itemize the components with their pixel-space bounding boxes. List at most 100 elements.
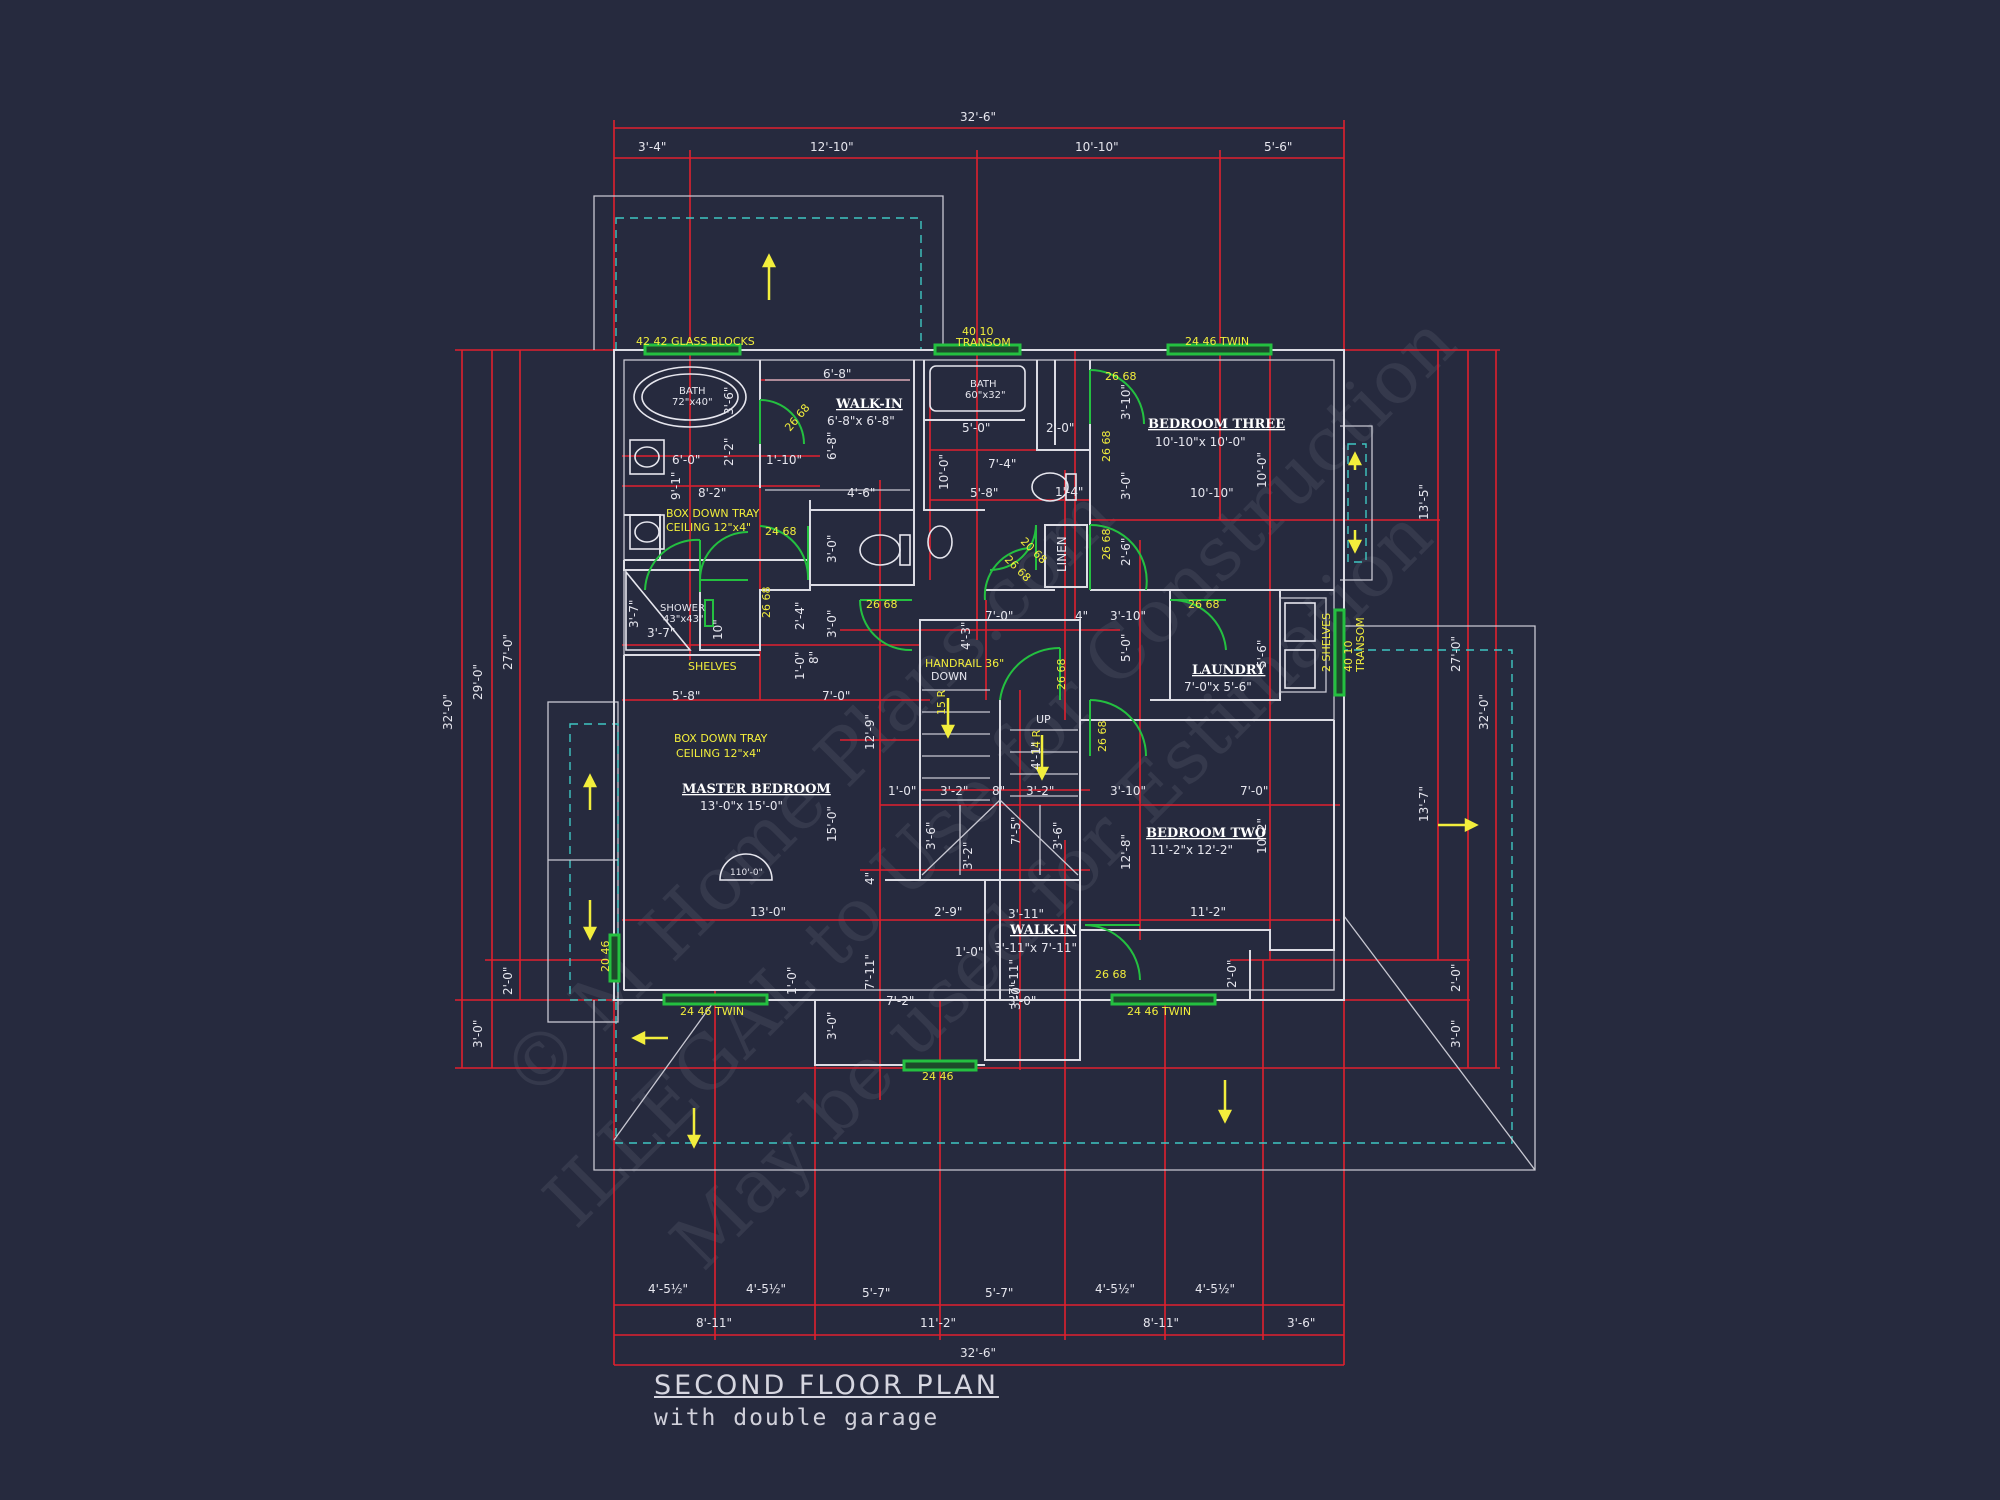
dim-i18: 10'-10" (1190, 486, 1234, 500)
dim-i54: 11'-2" (1190, 905, 1226, 919)
dim-i41: 8" (992, 784, 1005, 798)
dimension-text: 32'-6" 3'-4" 12'-10" 10'-10" 5'-6" 4'-5½… (441, 110, 1491, 1360)
dim-bot-a1: 4'-5½" (648, 1282, 688, 1296)
dim-i34: 5'-6" (1255, 640, 1269, 668)
dim-left-2: 29'-0" (471, 664, 485, 700)
slope-arrows (582, 253, 1479, 1149)
dim-i17: 3'-0" (1119, 472, 1133, 500)
window-twin-top (1166, 343, 1273, 356)
note-shelves: SHELVES (688, 660, 737, 673)
dim-i11: 2'-0" (1046, 421, 1074, 435)
dim-left-5: 3'-0" (471, 1020, 485, 1048)
dim-top-4: 5'-6" (1264, 140, 1292, 154)
dim-i25: 2'-4" (793, 602, 807, 630)
note-handrail: HANDRAIL 36" (925, 657, 1004, 670)
dim-i38: 15'-0" (825, 806, 839, 842)
door-tag-4: 26 68 (760, 587, 773, 619)
dim-left-3: 27'-0" (501, 634, 515, 670)
dim-i53: 3'-11" (1008, 907, 1044, 921)
dim-i14: 10'-0" (937, 454, 951, 490)
room-name-bath-master: BATH (679, 386, 706, 397)
dim-i50: 10'-2" (1255, 818, 1269, 854)
door-tag-3: 24 68 (765, 525, 797, 538)
dim-i46: 3'-2" (961, 842, 975, 870)
window-24-46 (902, 1059, 978, 1072)
dim-i45: 3'-6" (924, 822, 938, 850)
room-size-master-bedroom: 13'-0"x 15'-0" (700, 799, 783, 813)
room-name-walkin-top: WALK-IN (835, 397, 903, 412)
note-tray-lower-2: CEILING 12"x4" (676, 747, 761, 760)
dim-i32: 3'-10" (1110, 609, 1146, 623)
room-labels: MASTER BEDROOM 13'-0"x 15'-0" BEDROOM TW… (660, 379, 1285, 955)
dim-i64: 4'-1" (1029, 742, 1043, 770)
dim-i21: 2'-6" (1119, 538, 1133, 566)
dim-i12: 7'-4" (988, 457, 1016, 471)
dim-i2: 3'-6" (722, 387, 736, 415)
dim-i60: 3'-0" (825, 1012, 839, 1040)
dim-i13: 5'-8" (970, 486, 998, 500)
room-size-bedroom-two: 11'-2"x 12'-2" (1150, 843, 1233, 857)
note-glass-blocks: 42 42 GLASS BLOCKS (636, 335, 755, 348)
window-20-46 (608, 933, 621, 983)
note-tray-upper-2: CEILING 12"x4" (666, 521, 751, 534)
dim-overall-bottom: 32'-6" (960, 1346, 996, 1360)
note-shelves-laundry: 2 SHELVES (1320, 613, 1333, 672)
note-tray-lower-1: BOX DOWN TRAY (674, 732, 768, 745)
dim-bot-b2: 11'-2" (920, 1316, 956, 1330)
dim-left-1: 32'-0" (441, 694, 455, 730)
door-tag-9: 26 68 (1188, 598, 1220, 611)
watermark-line-3: May be used for Estimation (655, 492, 1449, 1286)
dim-i39: 1'-0" (888, 784, 916, 798)
dim-bot-b4: 3'-6" (1287, 1316, 1315, 1330)
dim-bot-a4: 5'-7" (985, 1286, 1013, 1300)
note-up: UP (1036, 713, 1051, 726)
dim-right-3: 32'-0" (1477, 694, 1491, 730)
dim-i58: 7'-11" (1007, 959, 1021, 995)
dim-i62: 2'-0" (1225, 960, 1239, 988)
window-transom-right (1333, 608, 1346, 697)
note-twin-bottom-left: 24 46 TWIN (680, 1005, 744, 1018)
room-size-shower: 43"x43" (663, 614, 704, 625)
dim-right-2: 27'-0" (1449, 636, 1463, 672)
door-tag-12: 26 68 (1095, 968, 1127, 981)
note-r15: 15 R (935, 690, 948, 715)
drawing-title-block: SECOND FLOOR PLAN with double garage (654, 1370, 999, 1431)
room-name-walkin-bottom: WALK-IN (1009, 923, 1077, 938)
windows (608, 343, 1346, 1072)
dim-bot-a5: 4'-5½" (1095, 1282, 1135, 1296)
room-name-laundry: LAUNDRY (1192, 663, 1266, 678)
dim-i5: 1'-10" (766, 453, 802, 467)
dim-top-1: 3'-4" (638, 140, 666, 154)
dim-i55: 4" (863, 872, 877, 885)
door-tag-10: 26 68 (1055, 659, 1068, 691)
note-arc: 110'-0" (730, 868, 763, 878)
dim-i52: 2'-9" (934, 905, 962, 919)
dim-i42: 3'-2" (1026, 784, 1054, 798)
dim-i61: 3'-0" (1008, 994, 1036, 1008)
walls (613, 349, 1345, 1066)
drawing-subtitle: with double garage (654, 1405, 940, 1431)
room-size-bedroom-three: 10'-10"x 10'-0" (1155, 435, 1246, 449)
note-twin-bottom-right: 24 46 TWIN (1127, 1005, 1191, 1018)
room-name-linen: LINEN (1055, 536, 1069, 572)
drawing-title: SECOND FLOOR PLAN (654, 1370, 999, 1401)
dim-bot-b3: 8'-11" (1143, 1316, 1179, 1330)
dim-i10: 5'-0" (962, 421, 990, 435)
dim-bot-a6: 4'-5½" (1195, 1282, 1235, 1296)
dim-i31: 4" (1075, 609, 1088, 623)
dim-right-1: 13'-5" (1417, 484, 1431, 520)
dim-i49: 12'-8" (1119, 834, 1133, 870)
window-glass-blocks (643, 343, 742, 356)
dim-i63: 1'-0" (785, 967, 799, 995)
dim-i26: 3'-0" (825, 610, 839, 638)
dim-i22: 3'-7" (627, 600, 641, 628)
dim-right-5: 2'-0" (1449, 964, 1463, 992)
room-name-bath-hall: BATH (970, 379, 997, 390)
door-tag-7: 26 68 (1100, 529, 1113, 561)
note-twin-top: 24 46 TWIN (1185, 335, 1249, 348)
dim-i59: 7'-2" (886, 994, 914, 1008)
dim-i30: 4'-3" (959, 622, 973, 650)
door-tag-2: 26 68 (1105, 370, 1137, 383)
dim-left-4: 2'-0" (501, 967, 515, 995)
dim-i37: 12'-9" (863, 714, 877, 750)
